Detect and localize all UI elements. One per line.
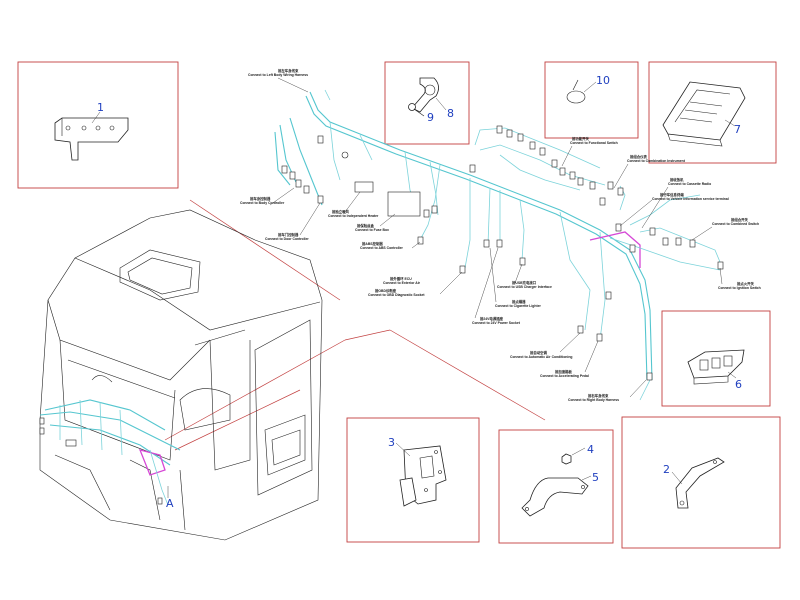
connector-label-functional-switch: 接功能开关 Connect to Functional Switch xyxy=(561,136,618,167)
callout-box-9-8 xyxy=(384,61,470,145)
svg-text:接独立暖风: 接独立暖风 xyxy=(332,209,350,214)
part-number-7: 7 xyxy=(734,123,741,136)
svg-text:Connect to Right Body Harness: Connect to Right Body Harness xyxy=(568,398,619,402)
svg-text:Connect to Door Controller: Connect to Door Controller xyxy=(265,237,309,241)
bracket-part-3: 3 xyxy=(388,436,447,507)
svg-text:Connect to Left Body Wiring Ha: Connect to Left Body Wiring Harness xyxy=(248,73,308,77)
svg-text:Connect to ABS Controller: Connect to ABS Controller xyxy=(360,246,404,250)
svg-text:接保险丝盒: 接保险丝盒 xyxy=(357,223,375,228)
connector-label-24v-power-socket: 接24V电源插座 Connect to 24V Power Socket xyxy=(472,247,521,325)
connector-label-fuse-box: 接保险丝盒 Connect to Fuse Box xyxy=(355,213,396,232)
svg-text:接组合仪表: 接组合仪表 xyxy=(630,154,648,159)
svg-text:Connect to Vehicle information: Connect to Vehicle information service t… xyxy=(652,197,729,201)
svg-text:接OBD诊断座: 接OBD诊断座 xyxy=(375,288,397,293)
ring-part-10: 10 xyxy=(566,74,610,104)
part-number-2: 2 xyxy=(663,463,670,476)
callout-box-10 xyxy=(544,61,639,139)
callout-box-2 xyxy=(621,416,781,549)
nut-part-4: 4 xyxy=(561,443,594,465)
connector-label-exterior-air: 接外循环 ECU Connect to Exterior Air xyxy=(383,276,421,285)
svg-text:接功能开关: 接功能开关 xyxy=(572,136,590,141)
svg-text:Connect to OBD Diagnostic Sock: Connect to OBD Diagnostic Socket xyxy=(368,293,425,297)
part-number-10: 10 xyxy=(596,74,610,87)
svg-text:Connect to Cassette Radio: Connect to Cassette Radio xyxy=(668,182,711,186)
truck-cab xyxy=(39,209,323,541)
svg-text:Connect to Combination Instrum: Connect to Combination Instrument xyxy=(627,159,686,163)
connector-label-abs-controller: 接ABS控制器 Connect to ABS Controller xyxy=(360,241,421,250)
connector-label-usb-charger-interface: 接USB充电接口 Connect to USB Charger Interfac… xyxy=(497,263,552,289)
connector-label-cassette-radio: 接收放机 Connect to Cassette Radio xyxy=(641,177,711,229)
part-number-5: 5 xyxy=(592,471,599,484)
svg-text:Connect to Cigarette Lighter: Connect to Cigarette Lighter xyxy=(495,304,541,308)
connector-label-body-controller: 接车身控制器 Connect to Body Controller xyxy=(240,187,295,206)
leader-lines xyxy=(164,199,546,451)
part-number-1: 1 xyxy=(97,101,104,114)
svg-text:接24V电源插座: 接24V电源插座 xyxy=(480,316,504,321)
svg-text:Connect to Automatic Air Condi: Connect to Automatic Air Conditioning xyxy=(510,355,572,359)
callout-box-3 xyxy=(346,417,480,543)
part-number-3: 3 xyxy=(388,436,395,449)
svg-text:Connect to Fuse Box: Connect to Fuse Box xyxy=(355,228,389,232)
bracket-part-2: 2 xyxy=(663,457,725,509)
callout-box-6 xyxy=(661,310,771,407)
connector-label-door-controller: 接车门控制器 Connect to Door Controller xyxy=(265,202,321,241)
connector-label-vehicle-info-terminal: 接行车信息终端 Connect to Vehicle information s… xyxy=(619,192,729,227)
view-marker-a: A xyxy=(166,497,174,510)
svg-text:Connect to USB Charger Interfa: Connect to USB Charger Interface xyxy=(497,285,552,289)
svg-text:Connect to Body Controller: Connect to Body Controller xyxy=(240,201,285,205)
callout-box-1 xyxy=(17,61,179,189)
connector-label-right-body-harness: 接右车身线束 Connect to Right Body Harness xyxy=(568,379,647,402)
svg-text:接左车身线束: 接左车身线束 xyxy=(278,68,299,73)
svg-text:接行车信息终端: 接行车信息终端 xyxy=(660,192,684,197)
svg-text:接组合开关: 接组合开关 xyxy=(731,217,749,222)
connector-label-automatic-air-conditioning: 接自动空调 Connect to Automatic Air Condition… xyxy=(510,332,581,359)
svg-text:接USB充电接口: 接USB充电接口 xyxy=(512,280,537,285)
part-number-4: 4 xyxy=(587,443,594,456)
svg-text:Connect to Accelerating Pedal: Connect to Accelerating Pedal xyxy=(540,374,589,378)
svg-text:Connect to Ignition Switch: Connect to Ignition Switch xyxy=(718,286,761,290)
connector-label-left-body-wiring-harness: 接左车身线束 Connect to Left Body Wiring Harne… xyxy=(248,68,308,93)
bracket-part-6: 6 xyxy=(687,349,745,391)
clamp-part-8: 8 xyxy=(411,77,454,120)
clip-part-5: 5 xyxy=(521,471,599,517)
connector-label-independent-heater: 接独立暖风 Connect to Independent Heater xyxy=(328,191,379,218)
svg-text:接ABS控制器: 接ABS控制器 xyxy=(362,241,383,246)
part-number-9: 9 xyxy=(427,111,434,124)
harness-connectors xyxy=(281,125,724,381)
screw-part-9: 9 xyxy=(408,103,434,124)
svg-text:接右车身线束: 接右车身线束 xyxy=(588,393,609,398)
module-part-7: 7 xyxy=(662,81,746,147)
part-number-8: 8 xyxy=(447,107,454,120)
svg-text:接收放机: 接收放机 xyxy=(670,177,684,182)
svg-text:接外循环 ECU: 接外循环 ECU xyxy=(390,276,412,281)
svg-text:Connect to Functional Switch: Connect to Functional Switch xyxy=(570,141,618,145)
part-number-6: 6 xyxy=(735,378,742,391)
cab-harness: A xyxy=(39,399,181,510)
svg-text:接加速踏板: 接加速踏板 xyxy=(555,369,573,374)
svg-text:Connect to 24V Power Socket: Connect to 24V Power Socket xyxy=(472,321,521,325)
svg-text:Connect to Combined Switch: Connect to Combined Switch xyxy=(712,222,759,226)
callout-box-7 xyxy=(648,61,777,164)
connector-label-cigarette-lighter: 接点烟器 Connect to Cigarette Lighter xyxy=(489,247,541,308)
connector-label-accelerating-pedal: 接加速踏板 Connect to Accelerating Pedal xyxy=(540,340,599,378)
connector-label-ignition-switch: 接点火开关 Connect to Ignition Switch xyxy=(718,267,761,290)
svg-text:接车身控制器: 接车身控制器 xyxy=(250,196,271,201)
svg-text:Connect to Exterior Air: Connect to Exterior Air xyxy=(383,281,421,285)
svg-text:接自动空调: 接自动空调 xyxy=(530,350,548,355)
svg-text:接点烟器: 接点烟器 xyxy=(512,299,526,304)
svg-text:接点火开关: 接点火开关 xyxy=(737,281,755,286)
svg-text:接车门控制器: 接车门控制器 xyxy=(278,232,299,237)
callout-box-4-5 xyxy=(498,429,614,544)
connector-label-combined-switch: 接组合开关 Connect to Combined Switch xyxy=(691,217,759,241)
svg-text:Connect to Independent Heater: Connect to Independent Heater xyxy=(328,214,379,218)
connector-label-combination-instrument: 接组合仪表 Connect to Combination Instrument xyxy=(613,154,686,189)
bracket-part-1: 1 xyxy=(54,101,129,161)
connector-label-obd-diagnostic-socket: 接OBD诊断座 Connect to OBD Diagnostic Socket xyxy=(368,271,463,297)
